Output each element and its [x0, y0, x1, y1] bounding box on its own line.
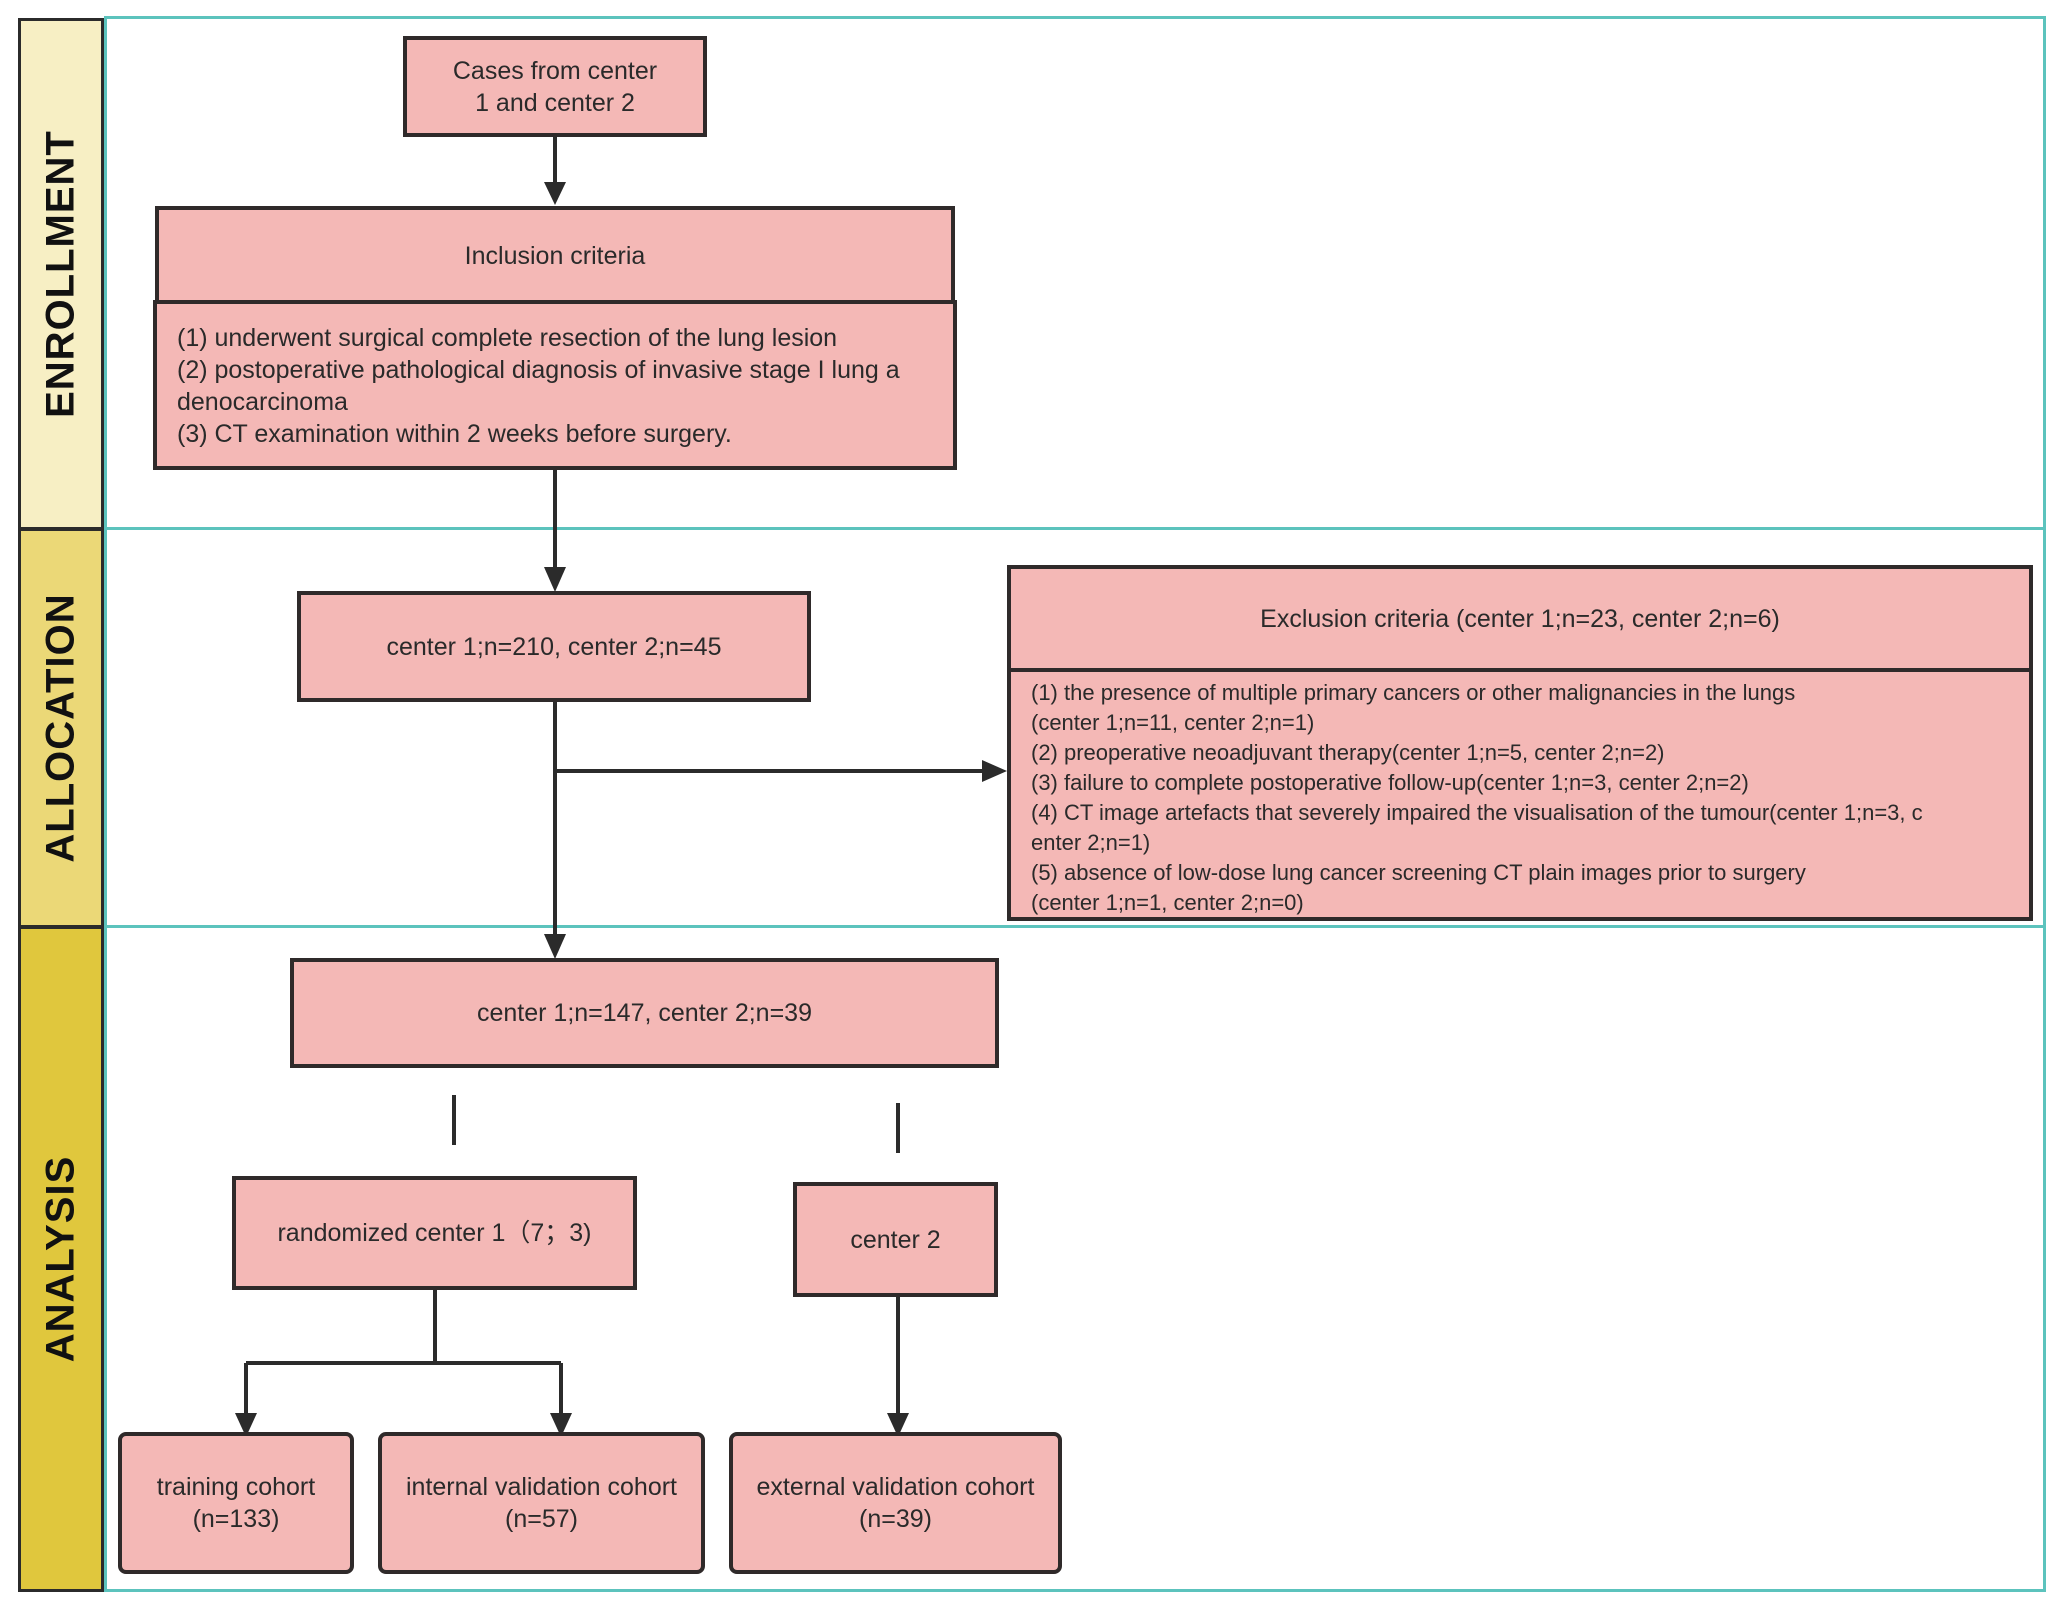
inclusion-item-3: (3) CT examination within 2 weeks before…: [177, 420, 732, 448]
cases-line-2: 1 and center 2: [475, 88, 635, 117]
cases-box: Cases from center 1 and center 2: [403, 36, 707, 137]
enrollment-band: ENROLLMENT: [18, 18, 104, 530]
allocation-band: ALLOCATION: [18, 528, 104, 928]
inclusion-item-2-cont: denocarcinoma: [177, 388, 348, 416]
analysis-box: center 1;n=147, center 2;n=39: [290, 958, 999, 1068]
exclusion-item-1: (1) the presence of multiple primary can…: [1031, 680, 1796, 705]
inclusion-title: Inclusion criteria: [464, 242, 646, 270]
exclusion-item-4: (4) CT image artefacts that severely imp…: [1031, 800, 1923, 825]
center2-box: center 2: [793, 1182, 998, 1297]
external-validation-box: external validation cohort (n=39): [729, 1432, 1062, 1574]
cases-line-1: Cases from center: [452, 56, 658, 85]
exclusion-item-4-cont: enter 2;n=1): [1031, 830, 1151, 855]
analysis-band: ANALYSIS: [18, 926, 104, 1592]
internal-validation-label: internal validation cohort: [406, 1473, 677, 1501]
exclusion-item-5: (5) absence of low-dose lung cancer scre…: [1031, 860, 1806, 885]
training-cohort-count: (n=133): [192, 1505, 280, 1533]
allocated-box: center 1;n=210, center 2;n=45: [297, 591, 811, 702]
randomized-label: randomized center 1（7；3): [277, 1219, 592, 1247]
inclusion-item-2: (2) postoperative pathological diagnosis…: [177, 356, 900, 384]
exclusion-item-1-cont: (center 1;n=11, center 2;n=1): [1031, 710, 1315, 735]
analysis-label-text: center 1;n=147, center 2;n=39: [477, 999, 812, 1027]
inclusion-title-box: Inclusion criteria: [155, 206, 955, 306]
exclusion-title: Exclusion criteria (center 1;n=23, cente…: [1260, 605, 1780, 633]
analysis-section: [104, 925, 2046, 1592]
randomized-box: randomized center 1（7；3): [232, 1176, 637, 1290]
allocated-label: center 1;n=210, center 2;n=45: [386, 632, 722, 661]
external-validation-count: (n=39): [859, 1505, 932, 1533]
internal-validation-count: (n=57): [505, 1505, 578, 1533]
training-cohort-box: training cohort (n=133): [118, 1432, 354, 1574]
exclusion-item-3: (3) failure to complete postoperative fo…: [1031, 770, 1749, 795]
inclusion-item-1: (1) underwent surgical complete resectio…: [177, 324, 838, 352]
training-cohort-label: training cohort: [156, 1473, 316, 1501]
exclusion-criteria-box: (1) the presence of multiple primary can…: [1007, 668, 2033, 921]
inclusion-criteria-box: (1) underwent surgical complete resectio…: [153, 300, 957, 470]
internal-validation-box: internal validation cohort (n=57): [378, 1432, 705, 1574]
exclusion-item-2: (2) preoperative neoadjuvant therapy(cen…: [1031, 740, 1665, 765]
external-validation-label: external validation cohort: [756, 1473, 1035, 1501]
exclusion-item-5-cont: (center 1;n=1, center 2;n=0): [1031, 890, 1304, 915]
center2-label: center 2: [850, 1225, 941, 1254]
exclusion-title-box: Exclusion criteria (center 1;n=23, cente…: [1007, 565, 2033, 673]
